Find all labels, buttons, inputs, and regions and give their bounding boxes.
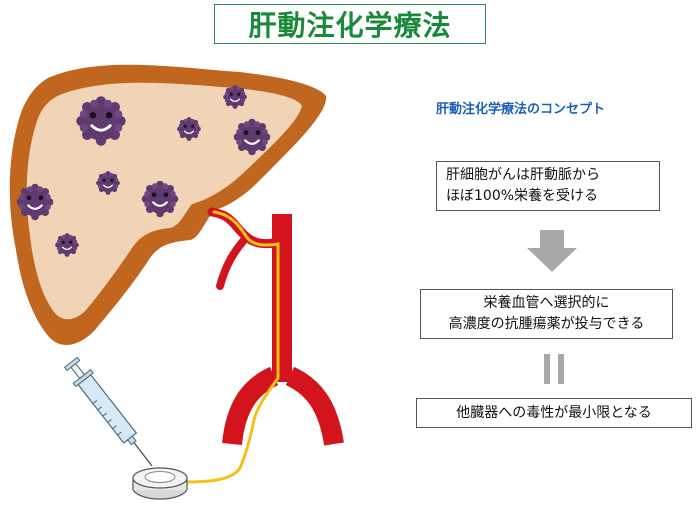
concept-box-2: 栄養血管へ選択的に 高濃度の抗腫瘍薬が投与できる: [420, 289, 673, 339]
syringe-icon: [63, 356, 153, 467]
port-icon: [132, 467, 188, 500]
concept-box-1-line-1: 肝細胞がんは肝動脈から: [446, 167, 600, 183]
tumor-icon: [15, 182, 55, 222]
equals-icon: [544, 354, 564, 384]
page-title: 肝動注化学療法: [214, 4, 486, 44]
concept-heading: 肝動注化学療法のコンセプト: [436, 102, 606, 117]
concept-box-3-line-1: 他臓器への毒性が最小限となる: [456, 404, 652, 421]
tumor-icon: [95, 170, 121, 196]
tumor-icon: [232, 117, 272, 157]
tumor-icon: [54, 232, 80, 258]
concept-box-1: 肝細胞がんは肝動脈から ほぼ100%栄養を受ける: [436, 161, 660, 211]
tumor-icon: [176, 116, 202, 142]
concept-box-3: 他臓器への毒性が最小限となる: [416, 398, 692, 428]
down-arrow-icon: [527, 230, 577, 272]
tumor-icon: [222, 84, 248, 110]
hepatic-artery: [207, 207, 344, 446]
concept-box-1-line-2: ほぼ100%栄養を受ける: [446, 188, 599, 204]
concept-box-2-line-2: 高濃度の抗腫瘍薬が投与できる: [448, 316, 645, 332]
concept-box-2-line-1: 栄養血管へ選択的に: [483, 295, 610, 311]
tumor-icon: [140, 179, 180, 219]
catheter: [184, 210, 280, 484]
tumor-icon: [74, 94, 128, 148]
